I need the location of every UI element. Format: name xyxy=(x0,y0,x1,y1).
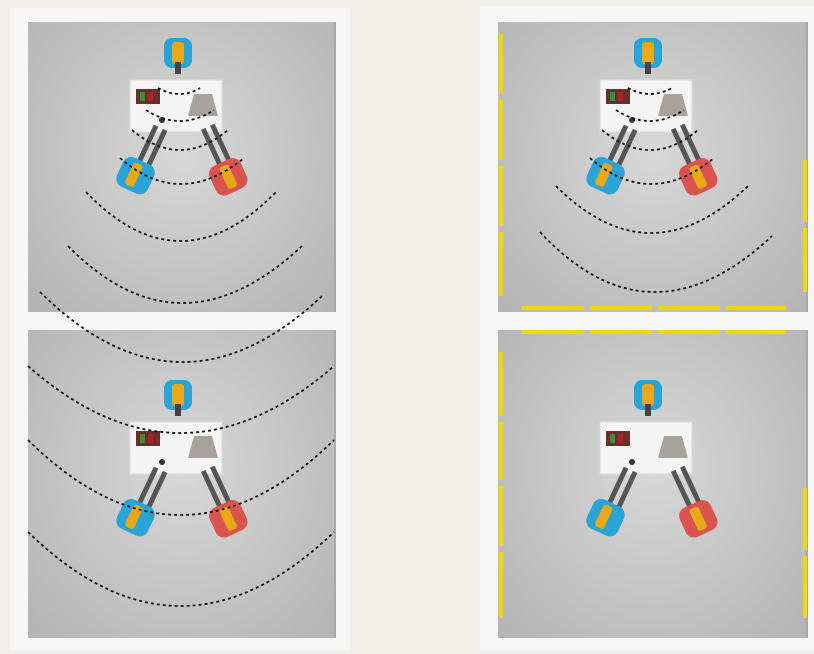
scene-bottom-right xyxy=(498,330,808,638)
scene-top-right xyxy=(498,22,808,312)
scene-bottom-left xyxy=(28,330,336,638)
scene-top-left xyxy=(28,22,336,312)
